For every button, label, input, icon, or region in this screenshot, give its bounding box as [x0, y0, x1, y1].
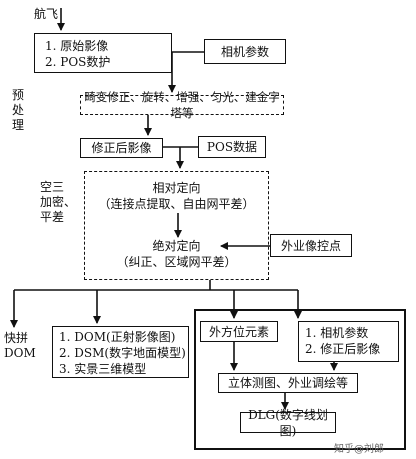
- label-at-line: 平差: [40, 210, 65, 224]
- label-at-line: 空三: [40, 180, 65, 194]
- label-quick-mosaic-line: DOM: [4, 346, 36, 360]
- exterior-orientation-box: 外方位元素: [200, 321, 278, 342]
- camera-params-box: 相机参数: [204, 39, 286, 64]
- products-box: 1. DOM(正射影像图) 2. DSM(数字地面模型) 3. 实景三维模型: [52, 326, 189, 378]
- raw-data-item: 1. 原始影像: [45, 39, 109, 53]
- camera-images-item: 2. 修正后影像: [305, 342, 381, 356]
- relative-orientation: 相对定向 （连接点提取、自由网平差）: [85, 180, 268, 212]
- aerial-triangulation-box: 相对定向 （连接点提取、自由网平差） 绝对定向 （纠正、区域网平差）: [84, 171, 269, 280]
- product-item: 1. DOM(正射影像图): [59, 330, 176, 344]
- pos-data-box: POS数据: [198, 136, 266, 158]
- label-flight: 航飞: [34, 7, 59, 21]
- camera-images-box: 1. 相机参数 2. 修正后影像: [298, 321, 399, 362]
- raw-data-item: 2. POS数护: [45, 55, 111, 69]
- ground-control-box: 外业像控点: [270, 234, 352, 257]
- stereo-survey-box: 立体测图、外业调绘等: [218, 373, 358, 393]
- absolute-orientation-detail: （纠正、区域网平差）: [116, 255, 237, 269]
- label-preprocess-line: 预: [12, 88, 25, 102]
- dlg-box: DLG(数字线划图): [240, 408, 336, 438]
- camera-images-item: 1. 相机参数: [305, 326, 369, 340]
- label-quick-mosaic-line: 快拼: [4, 331, 29, 345]
- label-preprocess: 预 处 理: [12, 88, 26, 133]
- preprocessing-box: 畸变修正、旋转、增强、匀光、建金字塔等: [80, 90, 284, 120]
- dlg-group-frame: [194, 309, 406, 450]
- watermark: 知乎@刘郎: [334, 444, 384, 455]
- label-quick-mosaic: 快拼 DOM: [4, 331, 36, 361]
- label-preprocess-line: 理: [12, 118, 25, 132]
- product-item: 2. DSM(数字地面模型): [59, 346, 186, 360]
- label-preprocess-line: 处: [12, 103, 25, 117]
- product-item: 3. 实景三维模型: [59, 362, 147, 376]
- raw-data-box: 1. 原始影像 2. POS数护: [34, 33, 172, 73]
- absolute-orientation: 绝对定向 （纠正、区域网平差）: [85, 238, 268, 270]
- relative-orientation-detail: （连接点提取、自由网平差）: [98, 197, 255, 211]
- corrected-images-box: 修正后影像: [80, 138, 163, 158]
- relative-orientation-title: 相对定向: [152, 181, 201, 195]
- label-at-line: 加密、: [40, 195, 77, 209]
- label-aerial-triangulation: 空三 加密、 平差: [40, 180, 76, 225]
- absolute-orientation-title: 绝对定向: [152, 239, 201, 253]
